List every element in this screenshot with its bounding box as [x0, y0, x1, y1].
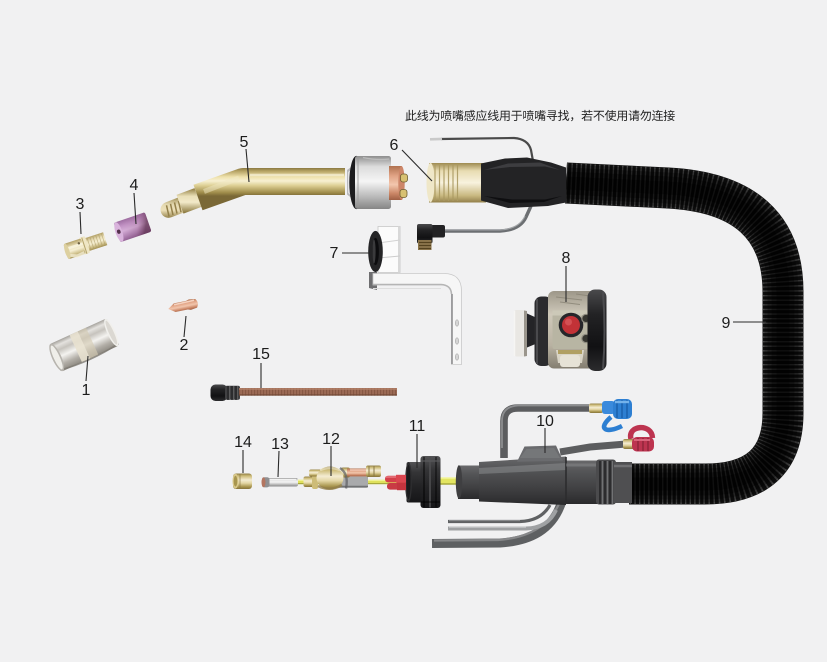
svg-text:2: 2	[180, 337, 189, 354]
svg-text:3: 3	[76, 196, 85, 213]
svg-text:7: 7	[330, 245, 339, 262]
svg-text:5: 5	[240, 134, 249, 151]
svg-text:8: 8	[562, 250, 571, 267]
svg-text:9: 9	[722, 315, 731, 332]
svg-text:11: 11	[409, 418, 426, 435]
svg-text:14: 14	[234, 434, 252, 451]
svg-text:4: 4	[130, 177, 139, 194]
svg-text:13: 13	[271, 436, 289, 453]
svg-text:15: 15	[252, 346, 270, 363]
svg-text:12: 12	[322, 431, 340, 448]
svg-text:1: 1	[82, 382, 91, 399]
svg-text:10: 10	[536, 413, 554, 430]
svg-text:6: 6	[390, 137, 399, 154]
